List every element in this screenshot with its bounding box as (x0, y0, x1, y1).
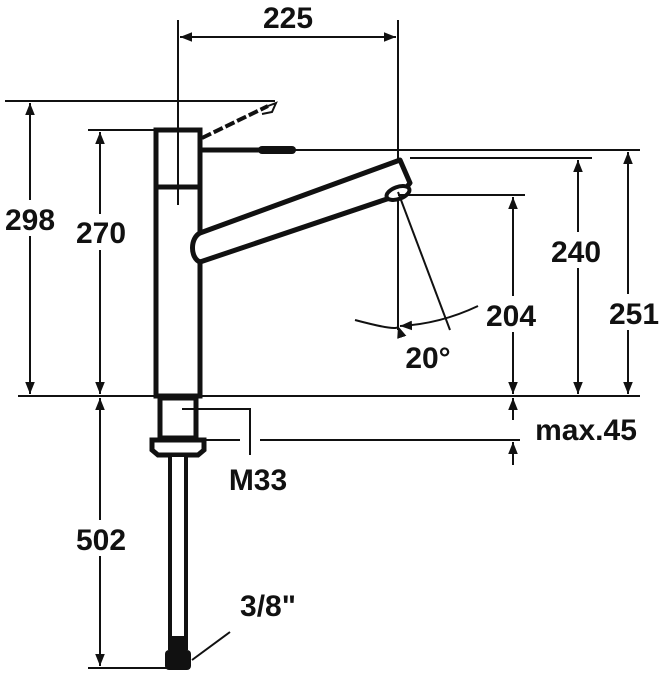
lever (201, 104, 269, 140)
dim-body-height: 270 (76, 217, 126, 250)
supply-hose (168, 453, 188, 647)
dim-clearance-height: 204 (486, 300, 536, 333)
swivel-arc-left (354, 319, 407, 339)
spout (190, 157, 413, 265)
label-connection: 3/8" (240, 590, 296, 623)
dim-spout-reach: 225 (263, 2, 313, 35)
dim-max-thickness: max.45 (535, 414, 637, 447)
mounting-nut (149, 437, 207, 458)
hose-connector (165, 650, 191, 670)
dim-spout-height: 240 (551, 236, 601, 269)
dim-outlet-height: 251 (609, 298, 659, 331)
swivel-line (397, 191, 451, 331)
lever-tip (261, 101, 278, 115)
mounting-shank (157, 395, 199, 441)
dim-total-height: 298 (5, 204, 55, 237)
leader-m33 (182, 408, 251, 455)
swivel-arc-right (399, 305, 479, 331)
label-thread: M33 (229, 464, 287, 497)
dim-hose-length: 502 (76, 524, 126, 557)
dim-swivel-angle: 20° (405, 342, 450, 375)
leader-connection (191, 631, 231, 661)
